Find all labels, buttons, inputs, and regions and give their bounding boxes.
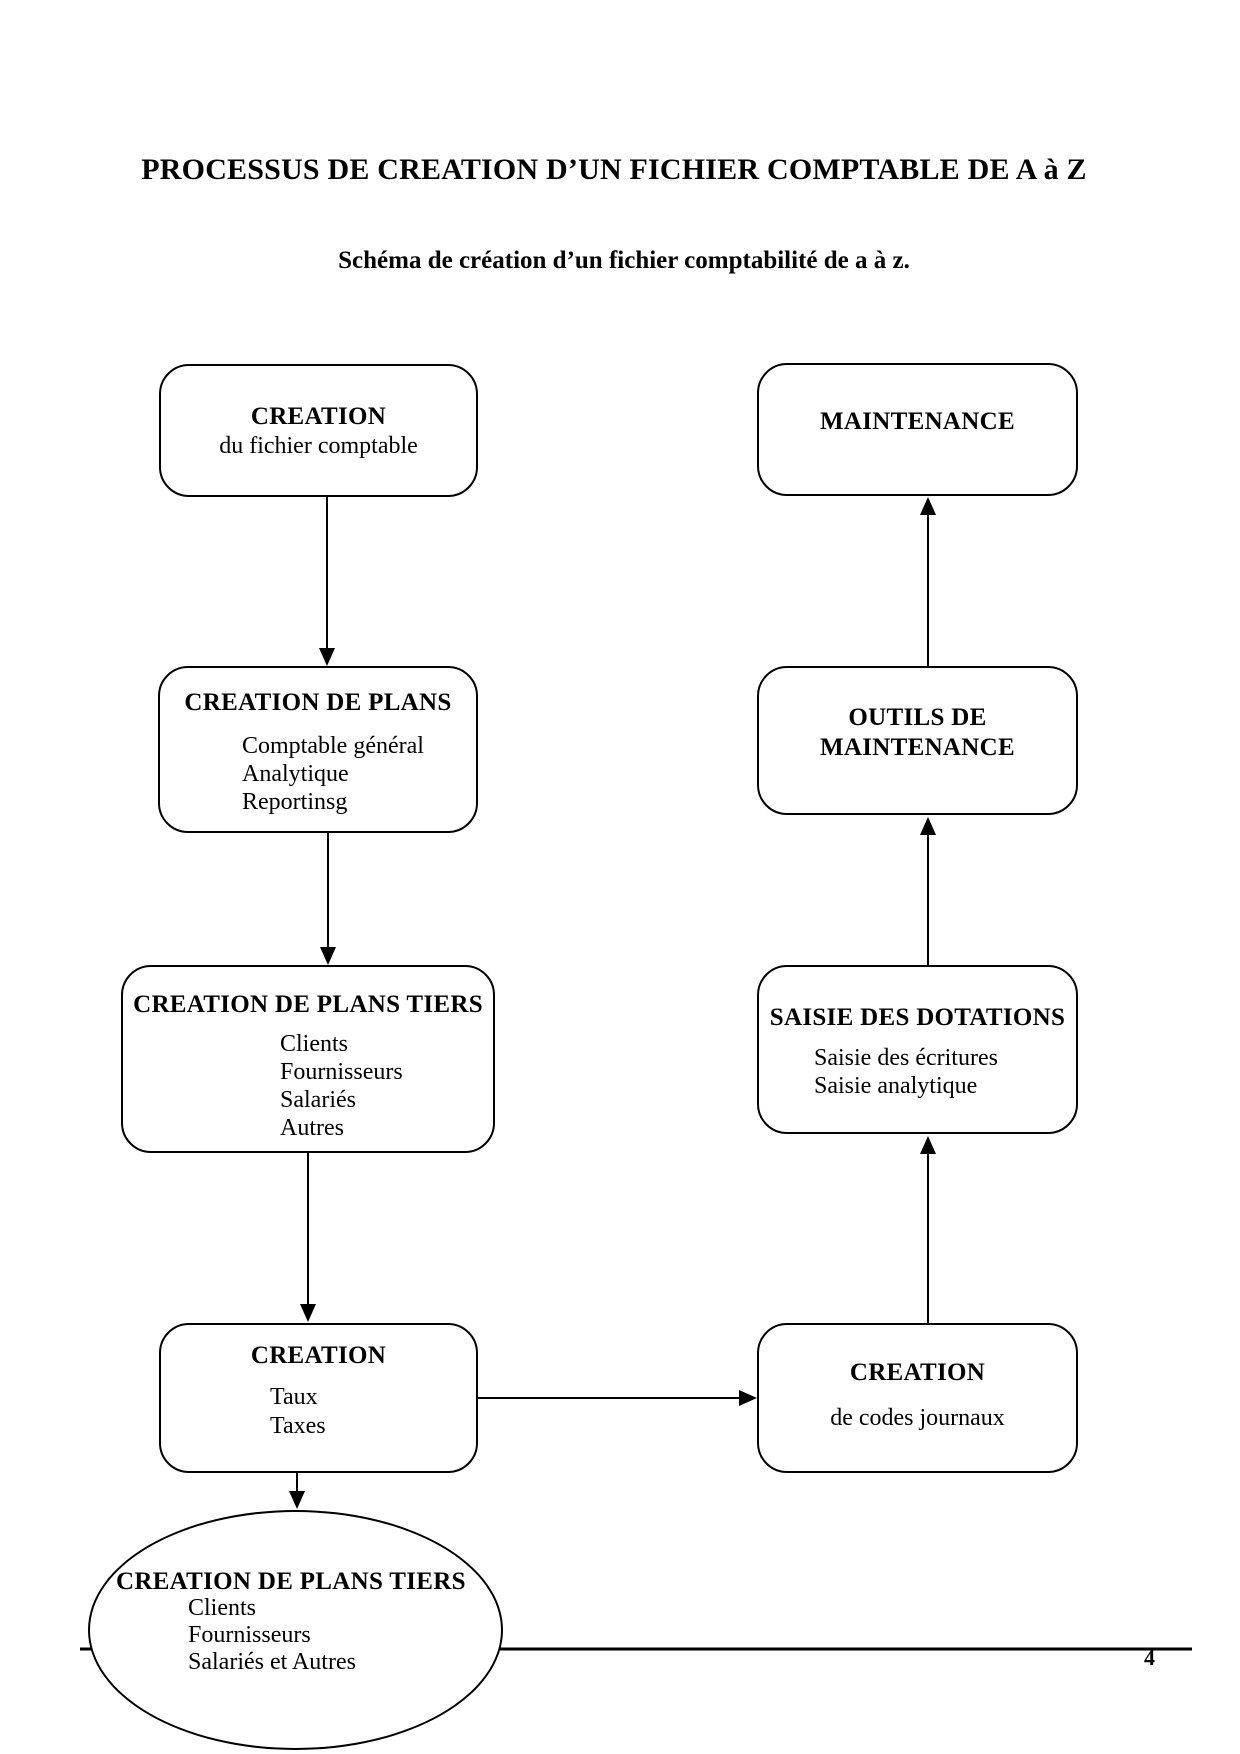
node-item: Analytique [242,761,349,787]
arrow-outils-to-maintenance [920,497,936,666]
node-title: CREATION DE PLANS TIERS [133,991,483,1018]
arrow-taux-to-ellipse [289,1473,305,1509]
arrow-codes-to-saisie [920,1136,936,1323]
node-ellipse-creation-plans-tiers: CREATION DE PLANS TIERS Clients Fourniss… [88,1510,503,1750]
node-creation-codes-journaux: CREATION de codes journaux [757,1323,1078,1473]
node-title: CREATION DE PLANS [184,689,452,716]
node-item: Taux [270,1384,318,1410]
node-title: MAINTENANCE [820,408,1015,435]
node-item-list: Comptable général Analytique Reportinsg [242,732,476,816]
node-item: Comptable général [242,733,424,759]
node-title: OUTILS DE MAINTENANCE [820,704,1015,761]
page-title: PROCESSUS DE CREATION D’UN FICHIER COMPT… [141,153,1087,186]
node-item: Taxes [270,1413,326,1439]
node-title: SAISIE DES DOTATIONS [769,1004,1066,1031]
node-creation-de-plans: CREATION DE PLANS Comptable général Anal… [158,666,478,833]
arrow-saisie-to-outils [920,817,936,965]
node-item: Reportinsg [242,789,348,815]
node-subtitle: du fichier comptable [219,433,418,459]
arrow-plans-to-plans-tiers [320,833,336,965]
node-item: Fournisseurs [280,1059,403,1085]
node-creation-taux-taxes: CREATION Taux Taxes [159,1323,478,1473]
arrow-taux-to-codes-journaux [478,1390,757,1406]
node-title: CREATION [250,1342,387,1369]
node-item: Salariés [280,1087,356,1113]
node-item: Autres [280,1115,344,1141]
node-creation-fichier-comptable: CREATION du fichier comptable [159,364,478,497]
node-outils-de-maintenance: OUTILS DE MAINTENANCE [757,666,1078,815]
node-item-list: Clients Fournisseurs Salariés et Autres [188,1595,501,1676]
node-maintenance: MAINTENANCE [757,363,1078,496]
node-item-list: Taux Taxes [270,1383,476,1441]
node-title: CREATION [250,403,387,430]
node-saisie-des-dotations: SAISIE DES DOTATIONS Saisie des écriture… [757,965,1078,1134]
node-item-list: Saisie des écritures Saisie analytique [814,1044,1076,1100]
node-item: Fournisseurs [188,1622,311,1648]
node-title: CREATION DE PLANS TIERS [116,1568,466,1595]
node-item-list: Clients Fournisseurs Salariés Autres [280,1030,493,1142]
arrow-plans-tiers-to-taux [300,1153,316,1322]
node-creation-de-plans-tiers: CREATION DE PLANS TIERS Clients Fourniss… [121,965,495,1153]
node-item: Salariés et Autres [188,1649,356,1675]
node-subtitle: de codes journaux [830,1405,1005,1431]
node-item: Saisie analytique [814,1073,978,1099]
node-item: Saisie des écritures [814,1045,998,1071]
page-subtitle: Schéma de création d’un fichier comptabi… [338,247,910,274]
node-item: Clients [280,1031,349,1057]
node-item: Clients [188,1595,257,1621]
node-title: CREATION [849,1359,986,1386]
page-number: 4 [1144,1645,1155,1670]
arrow-creation-to-plans [319,497,335,666]
